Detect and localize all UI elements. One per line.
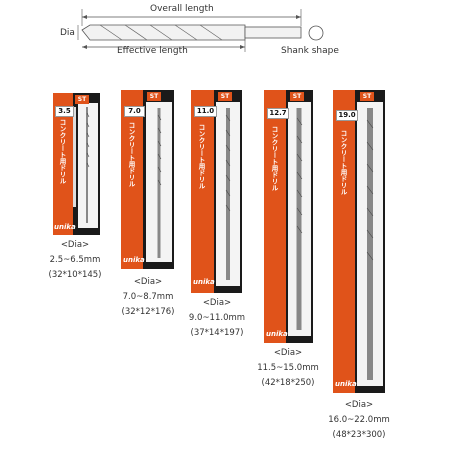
dia-range: 9.0~11.0mm: [188, 313, 246, 323]
product-caption-1: <Dia> 2.5~6.5mm (32*10*145): [35, 238, 115, 283]
dia-range: 7.0~8.7mm: [122, 292, 174, 302]
dia-caption: <Dia>: [273, 348, 303, 358]
product-package-1: 3.5 ST コンクリート用ドリル unika: [53, 93, 100, 235]
package-title: コンクリート用ドリル: [339, 130, 347, 195]
size-label: 12.7: [267, 108, 289, 119]
package-title: コンクリート用ドリル: [58, 119, 66, 184]
size-label: 7.0: [124, 106, 145, 117]
product-package-2: 7.0 ST コンクリート用ドリル unika: [121, 90, 174, 269]
dia-caption: <Dia>: [202, 298, 232, 308]
overall-length-label: Overall length: [150, 4, 214, 14]
dia-range: 16.0~22.0mm: [328, 415, 390, 425]
brand-logo: unika: [193, 278, 215, 286]
dia-caption: <Dia>: [60, 240, 90, 250]
dia-caption: <Dia>: [133, 277, 163, 287]
brand-tag: ST: [147, 92, 161, 101]
package-dimensions: (48*23*300): [332, 430, 386, 440]
package-title: コンクリート用ドリル: [127, 122, 135, 187]
brand-tag: ST: [75, 95, 89, 104]
product-package-4: 12.7 ST コンクリート用ドリル unika: [264, 90, 313, 343]
brand-tag: ST: [218, 92, 232, 101]
dia-caption: <Dia>: [344, 400, 374, 410]
dia-range: 11.5~15.0mm: [257, 363, 319, 373]
brand-tag: ST: [290, 92, 304, 101]
product-caption-2: <Dia> 7.0~8.7mm (32*12*176): [108, 275, 188, 320]
drill-schematic: [77, 9, 324, 52]
package-title: コンクリート用ドリル: [270, 126, 278, 191]
package-title: コンクリート用ドリル: [197, 124, 205, 189]
size-label: 3.5: [55, 106, 74, 117]
product-caption-5: <Dia> 16.0~22.0mm (48*23*300): [318, 398, 400, 443]
package-dimensions: (32*12*176): [121, 307, 175, 317]
product-caption-3: <Dia> 9.0~11.0mm (37*14*197): [177, 296, 257, 341]
package-dimensions: (32*10*145): [48, 270, 102, 280]
shank-shape-label: Shank shape: [281, 46, 339, 56]
effective-length-label: Effective length: [117, 46, 188, 56]
brand-logo: unika: [123, 256, 145, 264]
brand-logo: unika: [335, 380, 357, 388]
brand-logo: unika: [54, 223, 76, 231]
drill-diagram: Overall length Dia Effective length Shan…: [0, 0, 467, 70]
brand-tag: ST: [360, 92, 374, 101]
dia-label: Dia: [60, 28, 75, 38]
product-caption-4: <Dia> 11.5~15.0mm (42*18*250): [247, 346, 329, 391]
product-package-5: 19.0 ST コンクリート用ドリル unika: [333, 90, 385, 393]
dia-range: 2.5~6.5mm: [49, 255, 101, 265]
size-label: 19.0: [336, 110, 358, 121]
size-label: 11.0: [194, 106, 217, 117]
package-dimensions: (42*18*250): [261, 378, 315, 388]
product-package-3: 11.0 ST コンクリート用ドリル unika: [191, 90, 242, 293]
package-dimensions: (37*14*197): [190, 328, 244, 338]
brand-logo: unika: [266, 330, 288, 338]
